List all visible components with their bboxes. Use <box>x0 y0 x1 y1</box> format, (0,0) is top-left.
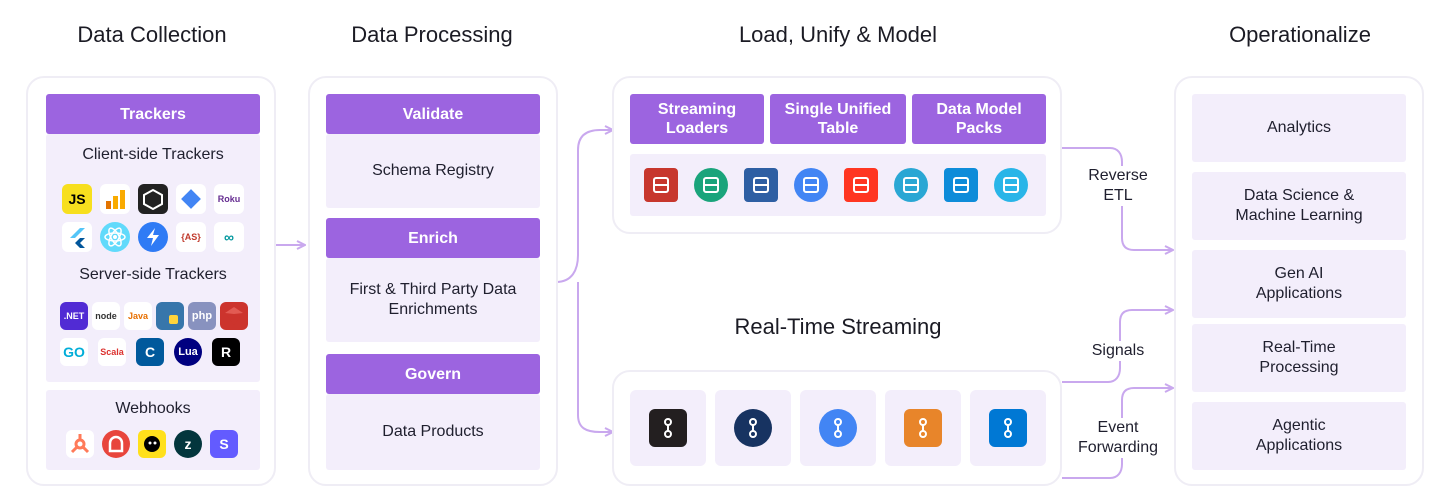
client-side-trackers-label: Client-side Trackers <box>82 146 224 163</box>
real-time-streaming-title: Real-Time Streaming <box>734 314 942 339</box>
unity-icon <box>138 184 168 214</box>
op-item-analytics: Analytics <box>1192 94 1406 162</box>
warehouse-icon-strip <box>630 154 1046 216</box>
operationalize-panel: Analytics Data Science & Machine Learnin… <box>1174 76 1424 486</box>
lightning-icon <box>138 222 168 252</box>
roku-icon: Roku <box>214 184 244 214</box>
real-time-streaming-panel <box>612 370 1062 486</box>
validate-body: Schema Registry <box>326 134 540 208</box>
azure-event-hubs-icon <box>989 409 1027 447</box>
govern-header: Govern <box>326 354 540 394</box>
dotnet-icon: .NET <box>60 302 88 330</box>
single-unified-table-header: Single Unified Table <box>770 94 906 144</box>
azure-synapse-icon <box>944 168 978 202</box>
govern-body: Data Products <box>326 394 540 470</box>
lua-icon: Lua <box>174 338 202 366</box>
snowflake-icon <box>994 168 1028 202</box>
php-icon: php <box>188 302 216 330</box>
go-icon: GO <box>60 338 88 366</box>
column-title-data-processing: Data Processing <box>351 22 513 47</box>
column-title-data-collection: Data Collection <box>77 22 227 47</box>
zendesk-icon: z <box>174 430 202 458</box>
nodejs-icon: node <box>92 302 120 330</box>
amazon-kinesis-tile <box>885 390 961 466</box>
load-unify-model-panel: Streaming Loaders Single Unified Table D… <box>612 76 1062 234</box>
google-bigquery-icon <box>794 168 828 202</box>
trackers-header: Trackers <box>46 94 260 134</box>
data-model-packs-header: Data Model Packs <box>912 94 1046 144</box>
pagerduty-icon <box>102 430 130 458</box>
signals-label: Signals <box>1082 341 1154 361</box>
validate-header: Validate <box>326 94 540 134</box>
java-icon: Java <box>124 302 152 330</box>
azure-event-hubs-tile <box>970 390 1046 466</box>
google-pubsub-tile <box>800 390 876 466</box>
confluent-tile <box>715 390 791 466</box>
google-analytics-icon <box>100 184 130 214</box>
rust-icon: R <box>212 338 240 366</box>
op-item-agentic: Agentic Applications <box>1192 402 1406 470</box>
javascript-icon: JS <box>62 184 92 214</box>
amazon-redshift-cluster-icon <box>744 168 778 202</box>
event-forwarding-label: Event Forwarding <box>1066 418 1170 458</box>
server-side-trackers-label: Server-side Trackers <box>79 266 227 283</box>
arrow-processing-branch-split <box>555 130 612 283</box>
enrich-body: First & Third Party Data Enrichments <box>326 258 540 342</box>
op-item-gen-ai: Gen AI Applications <box>1192 250 1406 318</box>
op-item-data-science: Data Science & Machine Learning <box>1192 172 1406 240</box>
apache-kafka-icon <box>649 409 687 447</box>
databricks-icon <box>844 168 878 202</box>
enrich-header: Enrich <box>326 218 540 258</box>
data-collection-panel: Trackers Client-side Trackers JS Roku {AS… <box>26 76 276 486</box>
ruby-icon <box>220 302 248 330</box>
react-icon <box>100 222 130 252</box>
amazon-redshift-icon <box>644 168 678 202</box>
mailchimp-icon <box>138 430 166 458</box>
google-tag-manager-icon <box>176 184 206 214</box>
webhooks-label: Webhooks <box>115 400 191 417</box>
reverse-etl-label: Reverse ETL <box>1082 166 1154 206</box>
cpp-icon: C <box>136 338 164 366</box>
stripe-icon: S <box>210 430 238 458</box>
scala-icon: Scala <box>98 338 126 366</box>
streaming-loaders-header: Streaming Loaders <box>630 94 764 144</box>
amazon-kinesis-icon <box>904 409 942 447</box>
op-item-real-time-processing: Real-Time Processing <box>1192 324 1406 392</box>
microsoft-fabric-icon <box>694 168 728 202</box>
column-title-load-unify-model: Load, Unify & Model <box>738 22 938 47</box>
google-pubsub-icon <box>819 409 857 447</box>
data-processing-panel: Validate Schema Registry Enrich First & … <box>308 76 558 486</box>
hubspot-icon <box>66 430 94 458</box>
confluent-icon <box>734 409 772 447</box>
python-icon <box>156 302 184 330</box>
column-title-operationalize: Operationalize <box>1229 22 1371 47</box>
actionscript-icon: {AS} <box>176 222 206 252</box>
dremio-icon <box>894 168 928 202</box>
arduino-icon: ∞ <box>214 222 244 252</box>
arrow-processing-to-streaming <box>577 282 612 432</box>
apache-kafka-tile <box>630 390 706 466</box>
trackers-body: Client-side Trackers JS Roku {AS} ∞ Server… <box>46 134 260 382</box>
flutter-icon <box>62 222 92 252</box>
